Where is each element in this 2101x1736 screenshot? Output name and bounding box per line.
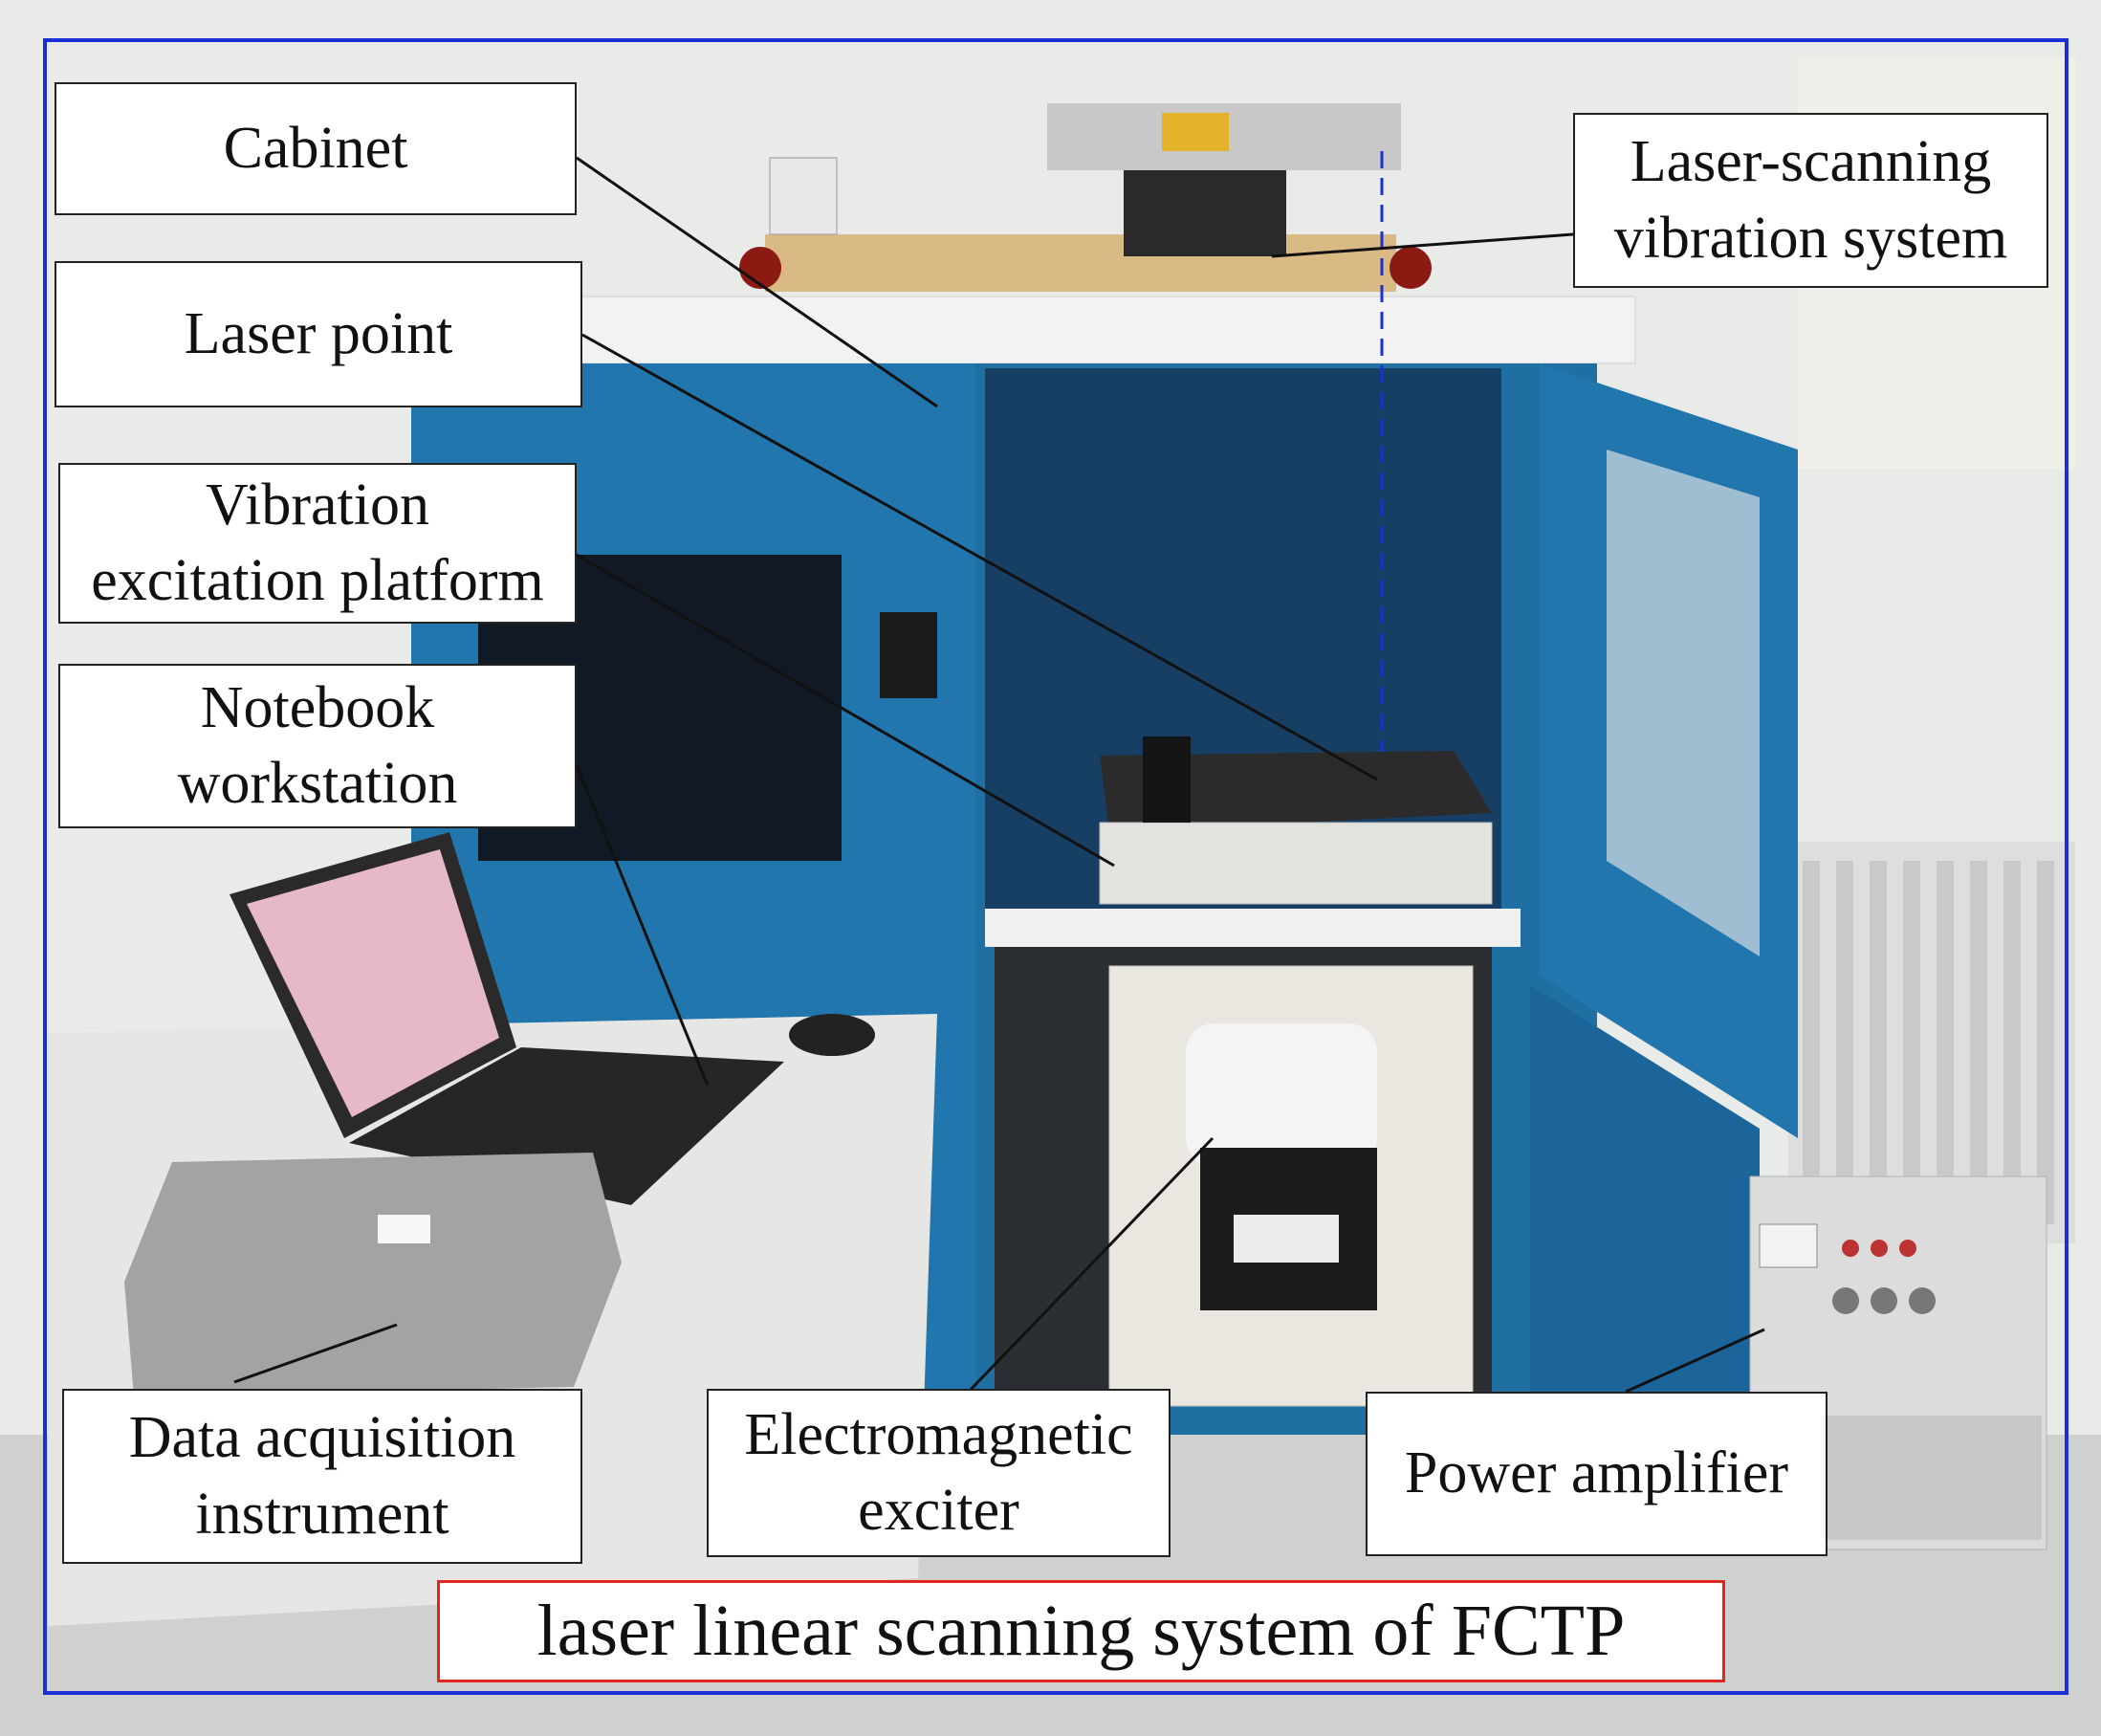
exciter-cylinder <box>1186 1023 1377 1167</box>
laptop-display <box>247 849 499 1117</box>
label-electromagnetic-exciter: Electromagnetic exciter <box>707 1389 1171 1557</box>
mouse <box>789 1014 875 1056</box>
label-notebook-workstation-line2: workstation <box>177 751 458 816</box>
label-laser-scanning-vibration-system: Laser-scanning vibration system <box>1573 113 2048 288</box>
cabinet-door-window <box>1607 450 1760 956</box>
label-electromagnetic-exciter-line2: exciter <box>858 1478 1019 1543</box>
label-data-acquisition-instrument: Data acquisition instrument <box>62 1389 582 1564</box>
scanner-lens <box>1162 113 1229 151</box>
scanner-carriage <box>1124 170 1286 256</box>
label-cabinet: Cabinet <box>55 82 577 215</box>
label-laser-point-text: Laser point <box>184 300 453 366</box>
power-amplifier-knobs <box>1832 1240 1936 1314</box>
label-vibration-excitation-platform-line2: excitation platform <box>91 548 544 613</box>
cabinet-shelf <box>985 909 1521 947</box>
label-power-amplifier-text: Power amplifier <box>1404 1440 1789 1506</box>
label-notebook-workstation: Notebook workstation <box>58 664 577 828</box>
figure-caption: laser linear scanning system of FCTP <box>437 1580 1725 1682</box>
data-acquisition-sticker <box>378 1215 430 1243</box>
label-electromagnetic-exciter-line1: Electromagnetic <box>744 1401 1133 1467</box>
label-data-acquisition-instrument-line2: instrument <box>195 1481 449 1547</box>
label-power-amplifier: Power amplifier <box>1366 1392 1827 1556</box>
excitation-platform-body <box>1099 822 1493 905</box>
label-laser-scanning-vibration-system-line2: vibration system <box>1613 205 2008 271</box>
exciter-window <box>1234 1215 1339 1263</box>
label-vibration-excitation-platform-line1: Vibration <box>206 472 429 538</box>
label-laser-point: Laser point <box>55 261 582 407</box>
cabinet-door-lower <box>1530 985 1760 1425</box>
figure-frame <box>43 38 2068 1695</box>
label-vibration-excitation-platform: Vibration excitation platform <box>58 463 577 624</box>
label-data-acquisition-instrument-line1: Data acquisition <box>128 1405 516 1471</box>
power-amplifier-meter <box>1759 1223 1818 1268</box>
label-cabinet-text: Cabinet <box>223 115 408 181</box>
label-notebook-workstation-line1: Notebook <box>200 674 435 740</box>
radiator-fins <box>1803 861 2054 1224</box>
label-laser-scanning-vibration-system-line1: Laser-scanning <box>1630 129 1992 195</box>
